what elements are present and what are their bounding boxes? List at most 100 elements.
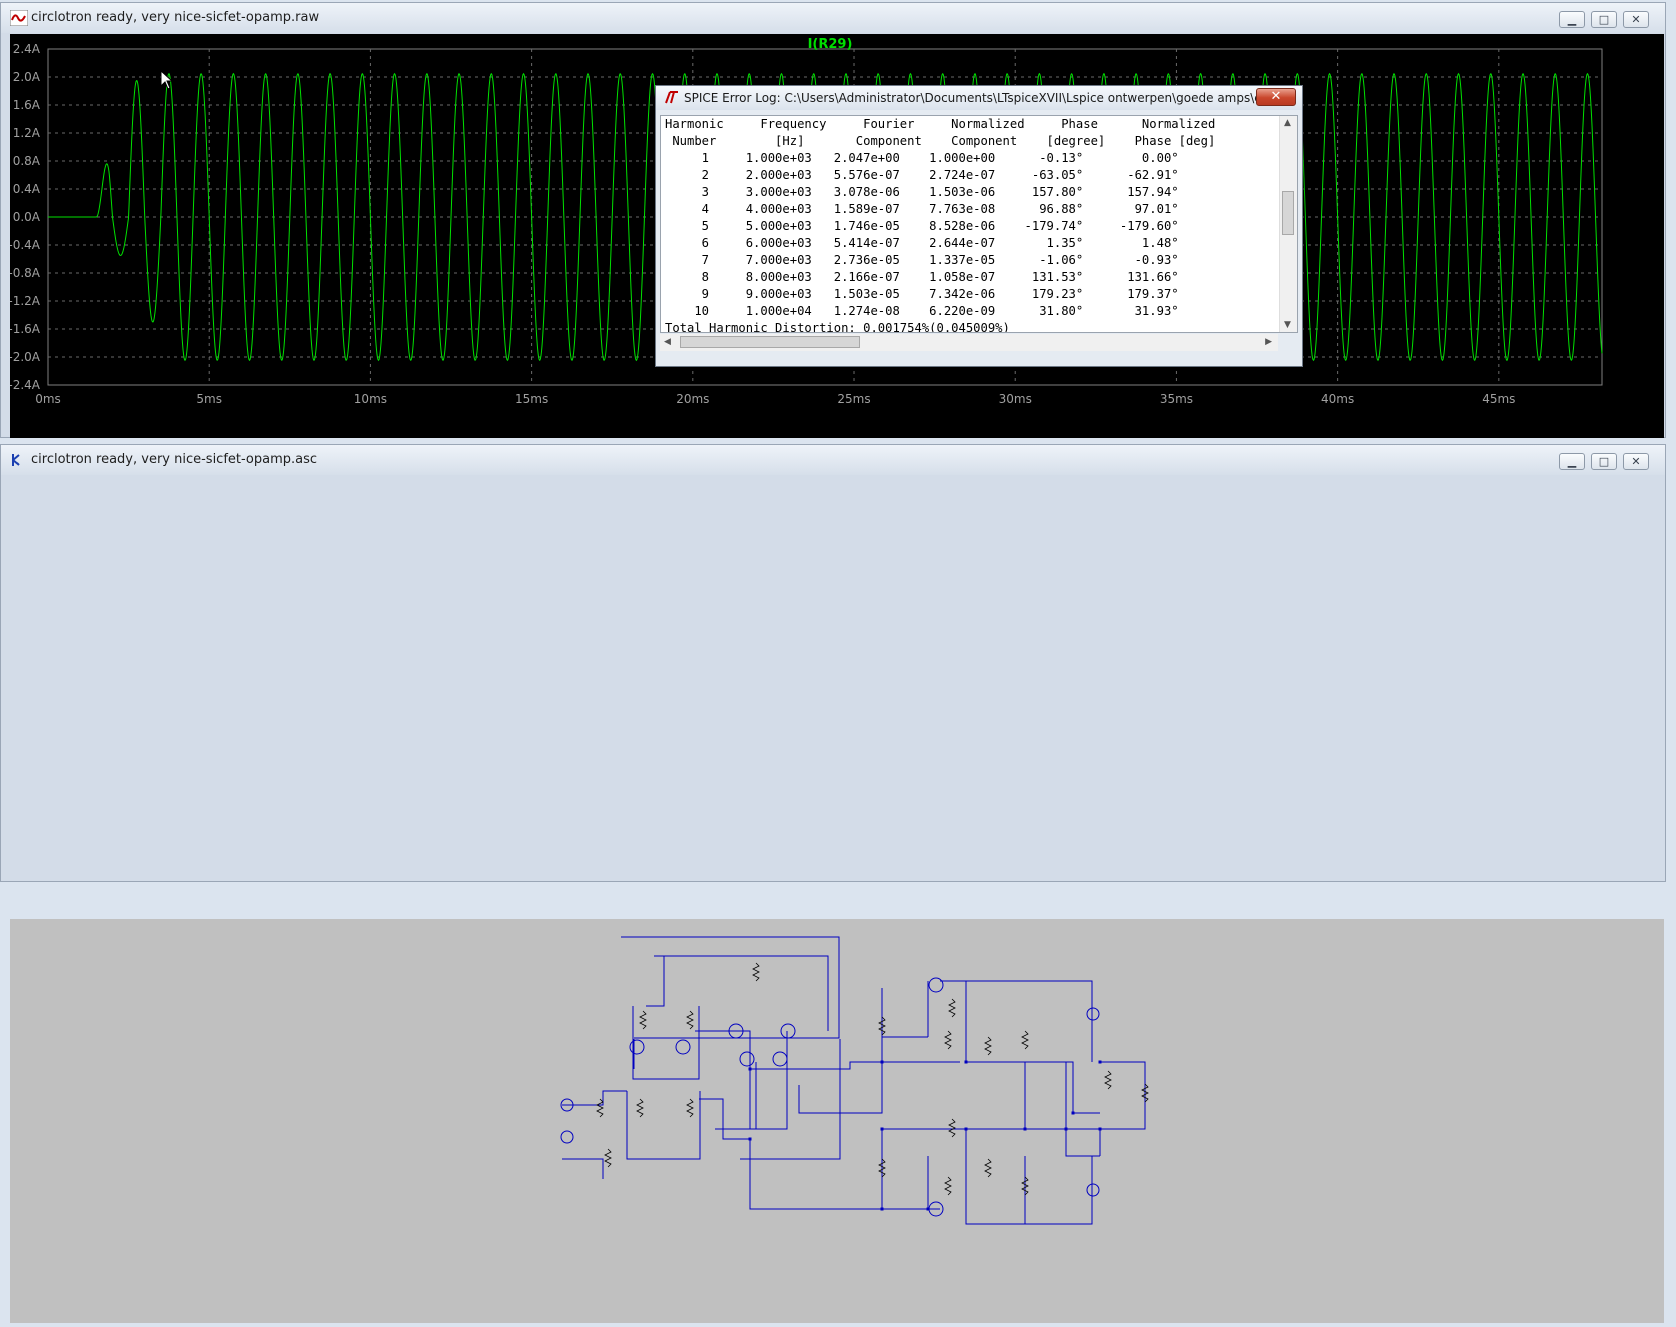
- x-tick-label: 45ms: [1482, 392, 1515, 406]
- schematic-drawing[interactable]: [10, 919, 1664, 1323]
- wire: [699, 1098, 750, 1140]
- voltage-source-symbol: [1086, 1183, 1100, 1197]
- y-tick-label: 0.0A: [13, 210, 41, 224]
- resistor-symbol: [984, 1036, 992, 1056]
- resistor-symbol: [984, 1158, 992, 1178]
- wire: [881, 1036, 928, 1062]
- wire: [1065, 1062, 1100, 1157]
- resistor-symbol: [948, 1118, 956, 1138]
- spice-error-log-dialog: SPICE Error Log: C:\Users\Administrator\…: [655, 85, 1303, 367]
- resistor-symbol: [1021, 1030, 1029, 1050]
- close-icon: ✕: [1631, 13, 1641, 26]
- error-log-close-button[interactable]: ✕: [1256, 88, 1296, 106]
- junction-dot: [964, 1060, 968, 1064]
- vertical-scroll-thumb[interactable]: [1282, 191, 1294, 235]
- y-tick-label: -0.4A: [10, 238, 41, 252]
- trace-label: I(R29): [808, 37, 853, 52]
- schematic-window-title: circlotron ready, very nice-sicfet-opamp…: [31, 452, 318, 467]
- close-icon: ✕: [1270, 89, 1282, 104]
- transistor-symbol: [780, 1023, 796, 1039]
- wire: [646, 956, 665, 1007]
- x-tick-label: 5ms: [196, 392, 222, 406]
- x-tick-label: 25ms: [837, 392, 870, 406]
- transistor-symbol: [629, 1039, 645, 1055]
- maximize-button[interactable]: □: [1591, 11, 1617, 28]
- close-button[interactable]: ✕: [1623, 11, 1649, 28]
- x-tick-label: 40ms: [1321, 392, 1354, 406]
- wire: [965, 1129, 1093, 1225]
- y-tick-label: 0.8A: [13, 154, 41, 168]
- minimize-button[interactable]: ▁: [1559, 11, 1585, 28]
- wire: [749, 1139, 882, 1210]
- resistor-symbol: [639, 1010, 647, 1030]
- y-tick-label: -2.0A: [10, 350, 41, 364]
- close-button[interactable]: ✕: [1623, 453, 1649, 470]
- waveform-window-title: circlotron ready, very nice-sicfet-opamp…: [31, 10, 320, 25]
- maximize-icon: □: [1598, 13, 1610, 26]
- wire: [965, 981, 1100, 1114]
- minimize-icon: ▁: [1567, 13, 1577, 26]
- wire: [940, 980, 1093, 1062]
- waveform-titlebar[interactable]: circlotron ready, very nice-sicfet-opamp…: [1, 3, 1665, 33]
- junction-dot: [1098, 1060, 1102, 1064]
- y-tick-label: 0.4A: [13, 182, 41, 196]
- close-icon: ✕: [1631, 455, 1641, 468]
- voltage-source-symbol: [1086, 1007, 1100, 1021]
- scroll-left-icon[interactable]: ◀: [664, 337, 671, 347]
- scroll-down-icon[interactable]: ▼: [1284, 320, 1291, 330]
- resistor-symbol: [1104, 1070, 1112, 1090]
- maximize-button[interactable]: □: [1591, 453, 1617, 470]
- junction-dot: [1023, 1127, 1027, 1131]
- junction-dot: [1064, 1127, 1068, 1131]
- junction-dot: [926, 1207, 930, 1211]
- wire: [1100, 1061, 1146, 1130]
- scroll-up-icon[interactable]: ▲: [1284, 118, 1291, 128]
- schematic-window: circlotron ready, very nice-sicfet-opamp…: [0, 444, 1666, 1323]
- resistor-symbol: [636, 1098, 644, 1118]
- y-tick-label: -1.6A: [10, 322, 41, 336]
- x-tick-label: 0ms: [35, 392, 61, 406]
- x-tick-label: 10ms: [354, 392, 387, 406]
- resistor-symbol: [948, 998, 956, 1018]
- error-log-horizontal-scrollbar[interactable]: ◀ ▶: [660, 334, 1278, 351]
- junction-dot: [748, 1137, 752, 1141]
- horizontal-scroll-thumb[interactable]: [680, 336, 860, 348]
- x-tick-label: 35ms: [1160, 392, 1193, 406]
- transistor-symbol: [675, 1039, 691, 1055]
- resistor-symbol: [944, 1176, 952, 1196]
- junction-dot: [880, 1127, 884, 1131]
- resistor-symbol: [686, 1098, 694, 1118]
- schematic-titlebar[interactable]: circlotron ready, very nice-sicfet-opamp…: [1, 445, 1665, 475]
- schematic-canvas[interactable]: [10, 919, 1664, 1323]
- wire: [621, 936, 840, 1039]
- junction-dot: [1071, 1111, 1075, 1115]
- maximize-icon: □: [1598, 455, 1610, 468]
- resistor-symbol: [604, 1148, 612, 1168]
- y-tick-label: -2.4A: [10, 378, 41, 392]
- mouse-cursor-icon: [160, 70, 174, 90]
- transistor-symbol: [739, 1051, 755, 1067]
- ltspice-logo-icon: [665, 91, 678, 104]
- junction-dot: [748, 1067, 752, 1071]
- error-log-text-area[interactable]: Harmonic Frequency Fourier Normalized Ph…: [660, 115, 1298, 333]
- error-log-vertical-scrollbar[interactable]: ▲ ▼: [1279, 116, 1297, 332]
- y-tick-label: 1.2A: [13, 126, 41, 140]
- x-tick-label: 20ms: [676, 392, 709, 406]
- transistor-symbol: [772, 1051, 788, 1067]
- scroll-right-icon[interactable]: ▶: [1265, 337, 1272, 347]
- wire: [740, 1039, 841, 1160]
- resistor-symbol: [596, 1098, 604, 1118]
- junction-dot: [880, 1207, 884, 1211]
- x-tick-label: 30ms: [999, 392, 1032, 406]
- minimize-button[interactable]: ▁: [1559, 453, 1585, 470]
- error-log-text: Harmonic Frequency Fourier Normalized Ph…: [665, 117, 1216, 333]
- resistor-symbol: [686, 1010, 694, 1030]
- resistor-symbol: [944, 1030, 952, 1050]
- wire: [562, 1158, 604, 1179]
- voltage-source-symbol: [560, 1130, 574, 1144]
- y-tick-label: -0.8A: [10, 266, 41, 280]
- error-log-titlebar[interactable]: SPICE Error Log: C:\Users\Administrator\…: [656, 86, 1302, 110]
- wire: [881, 1129, 940, 1210]
- junction-dot: [880, 1060, 884, 1064]
- wire: [695, 1030, 788, 1130]
